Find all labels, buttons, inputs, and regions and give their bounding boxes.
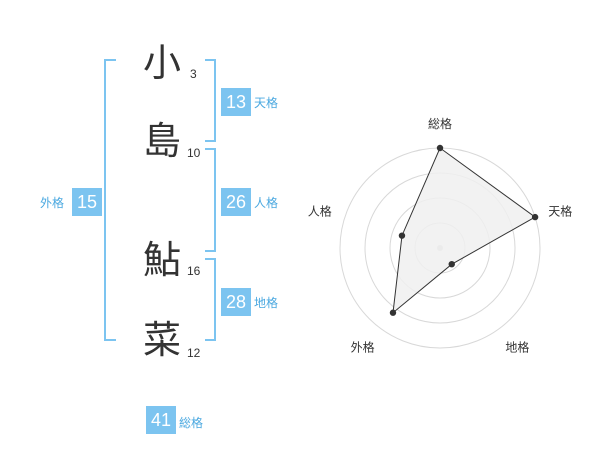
radar-axis-label: 地格 — [505, 339, 529, 354]
radar-point-1 — [436, 144, 444, 152]
name-char-2: 島 — [143, 119, 182, 163]
radar-axis-label: 外格 — [351, 339, 375, 354]
soukaku-value-badge: 41 — [146, 406, 176, 434]
stroke-count-1: 3 — [190, 67, 197, 81]
radar-axis-label: 天格 — [548, 204, 572, 219]
tenkaku-bracket — [205, 59, 216, 142]
radar-point-3 — [448, 260, 455, 268]
name-char-3: 鮎 — [143, 238, 182, 282]
chikaku-value-badge: 28 — [221, 288, 251, 316]
jinkaku-label: 人格 — [254, 196, 279, 210]
radar-point-5 — [398, 232, 406, 239]
soukaku-label: 総格 — [179, 416, 204, 430]
radar-axis-label: 人格 — [308, 204, 332, 219]
radar-series-polygon — [392, 147, 537, 314]
chikaku-label: 地格 — [254, 296, 279, 310]
gaikaku-value-badge: 15 — [72, 188, 102, 216]
jinkaku-value-badge: 26 — [221, 188, 251, 216]
radar-axis-label: 総格 — [428, 116, 452, 131]
stroke-count-3: 16 — [187, 264, 201, 278]
radar-point-4 — [389, 309, 397, 316]
name-char-4: 菜 — [143, 318, 182, 362]
tenkaku-label: 天格 — [254, 96, 279, 110]
gaikaku-label: 外格 — [40, 196, 65, 210]
chikaku-bracket — [205, 258, 216, 341]
radar-point-2 — [531, 213, 539, 221]
jinkaku-bracket — [205, 148, 216, 252]
stroke-count-4: 12 — [187, 346, 201, 360]
name-char-1: 小 — [143, 41, 182, 85]
tenkaku-value-badge: 13 — [221, 88, 251, 116]
gaikaku-bracket — [104, 59, 116, 341]
stroke-count-2: 10 — [187, 146, 201, 160]
